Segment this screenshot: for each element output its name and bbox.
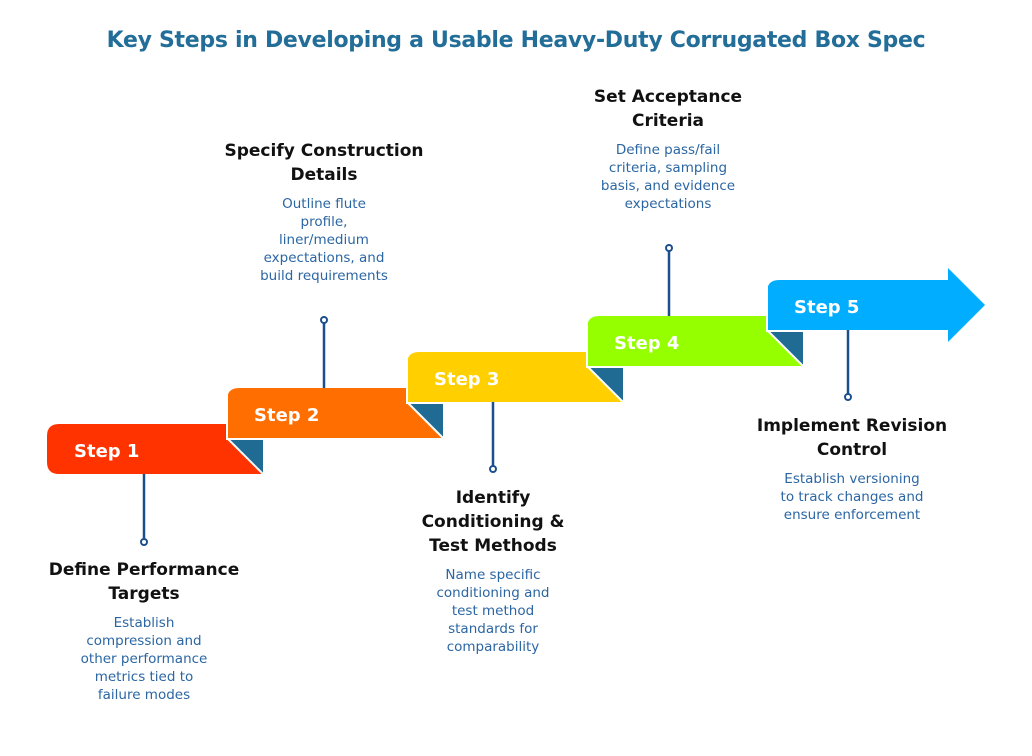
connector-dot-4 <box>665 244 673 252</box>
step-2-banner <box>227 388 443 438</box>
step-1: Step 1 <box>47 424 263 546</box>
fold-border-4 <box>766 280 803 332</box>
connector-dot-2 <box>320 316 328 324</box>
connector-dot-3 <box>489 465 497 473</box>
step-4-label: Step 4 <box>614 333 679 354</box>
step-3-heading: Identify Conditioning & Test Methods <box>421 488 565 556</box>
fold-edge-3 <box>587 366 624 403</box>
step-3-label: Step 3 <box>434 369 499 390</box>
fold-border-2 <box>406 352 443 404</box>
step-5-label: Step 5 <box>794 297 859 318</box>
step-5-description: Establish versioning to track changes an… <box>780 471 924 523</box>
step-2-label: Step 2 <box>254 405 319 426</box>
step-1-text: Define Performance Targets Establish com… <box>34 558 254 704</box>
step-4-text: Set Acceptance Criteria Define pass/fail… <box>573 85 763 213</box>
step-1-description: Establish compression and other performa… <box>80 615 208 703</box>
step-2-heading: Specify Construction Details <box>224 141 424 185</box>
fold-border-1 <box>226 388 263 440</box>
step-2: Step 2 <box>226 316 443 475</box>
step-1-banner <box>47 424 263 474</box>
connector-dot-1 <box>140 538 148 546</box>
step-1-label: Step 1 <box>74 441 139 462</box>
fold-edge-2 <box>407 402 444 439</box>
step-4-heading: Set Acceptance Criteria <box>593 87 743 131</box>
step-4: Step 4 <box>586 244 803 403</box>
step-5-text: Implement Revision Control Establish ver… <box>752 414 952 524</box>
step-5-heading: Implement Revision Control <box>756 416 948 460</box>
step-4-description: Define pass/fail criteria, sampling basi… <box>600 142 736 212</box>
step-3-text: Identify Conditioning & Test Methods Nam… <box>408 486 578 656</box>
fold-edge-1 <box>227 438 264 475</box>
step-2-text: Specify Construction Details Outline flu… <box>209 139 439 285</box>
step-3-banner <box>407 352 623 402</box>
step-3-description: Name specific conditioning and test meth… <box>436 567 550 655</box>
step-5-arrow <box>767 268 985 342</box>
step-3: Step 3 <box>406 352 623 473</box>
step-2-description: Outline flute profile, liner/medium expe… <box>260 196 388 284</box>
fold-edge-4 <box>767 330 804 367</box>
step-4-banner <box>587 316 803 366</box>
connector-dot-5 <box>844 393 852 401</box>
step-5: Step 5 <box>766 268 985 401</box>
fold-border-3 <box>586 316 623 368</box>
diagram-title: Key Steps in Developing a Usable Heavy-D… <box>106 28 926 53</box>
step-1-heading: Define Performance Targets <box>48 560 240 604</box>
